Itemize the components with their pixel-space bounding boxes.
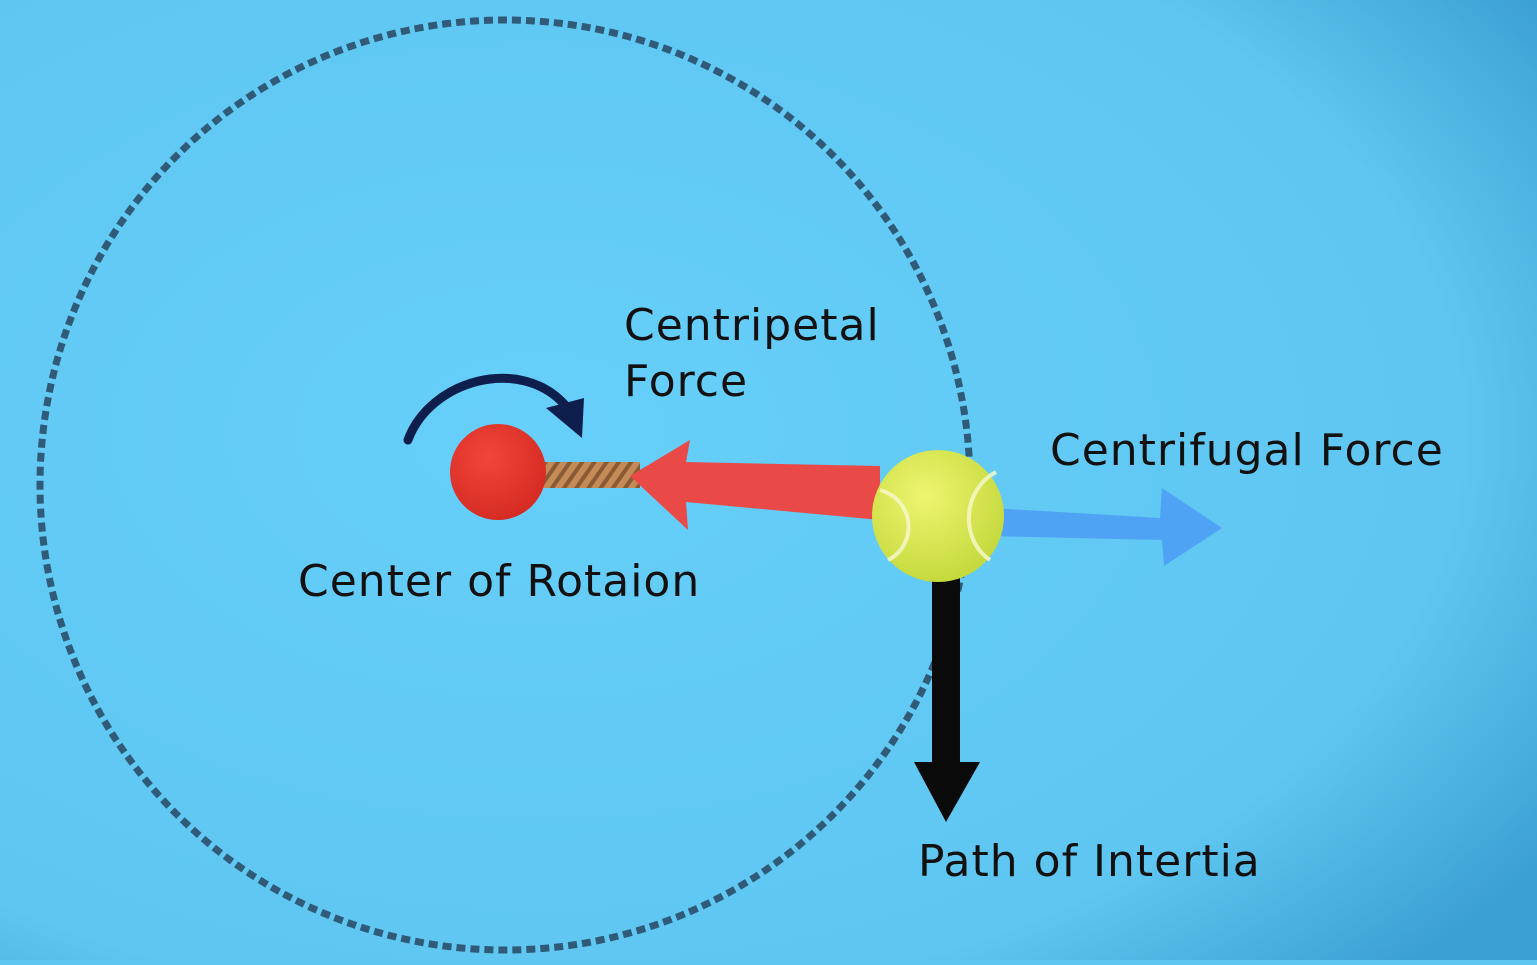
centripetal-force-label: Centripetal Force <box>624 298 880 410</box>
inertia-arrow <box>914 560 980 822</box>
centrifugal-arrow <box>990 488 1222 566</box>
centripetal-label-line1: Centripetal <box>624 300 880 351</box>
center-ball <box>450 424 546 520</box>
centripetal-arrow <box>630 440 880 530</box>
rope <box>540 462 640 488</box>
centrifugal-force-label: Centrifugal Force <box>1050 425 1444 476</box>
centripetal-label-line2: Force <box>624 356 749 407</box>
path-of-inertia-label: Path of Intertia <box>918 836 1261 887</box>
tennis-ball-icon <box>872 450 1004 582</box>
rotation-arrow-icon <box>403 373 584 445</box>
center-of-rotation-label: Center of Rotaion <box>298 556 701 607</box>
